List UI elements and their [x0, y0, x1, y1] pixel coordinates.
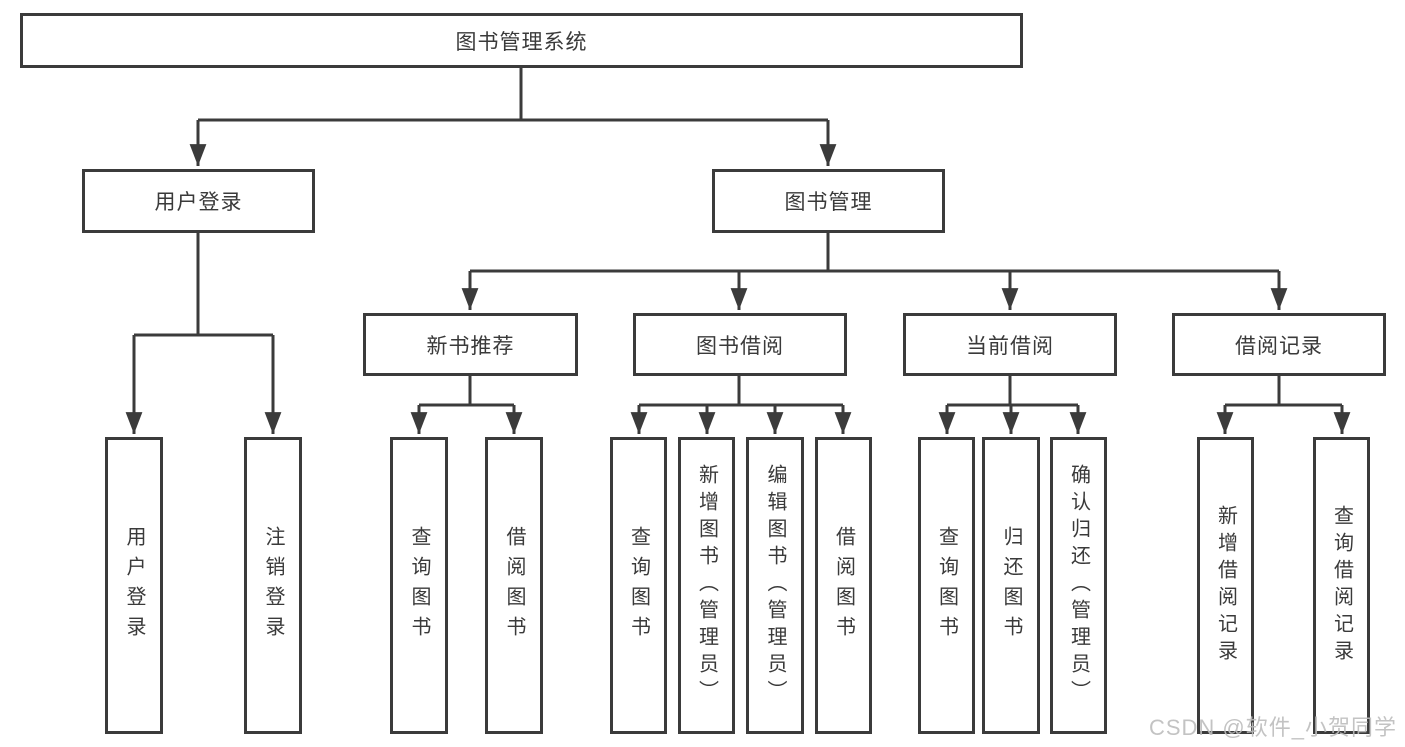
- node-new-book-recommend: 新书推荐: [363, 313, 578, 376]
- node-borrowing-records: 借阅记录: [1172, 313, 1386, 376]
- leaf-user-login: 用户登录: [105, 437, 163, 734]
- leaf-logout: 注销登录: [244, 437, 302, 734]
- leaf-return-books: 归还图书: [982, 437, 1040, 734]
- leaf-query-books-current: 查询图书: [918, 437, 975, 734]
- node-current-borrowing: 当前借阅: [903, 313, 1117, 376]
- node-book-borrowing: 图书借阅: [633, 313, 847, 376]
- leaf-borrow-books-borrowing: 借阅图书: [815, 437, 872, 734]
- connector-new-book-children: [410, 376, 523, 434]
- connector-book-management-children: [461, 233, 1288, 310]
- leaf-edit-books-admin: 编辑图书（管理员）: [746, 437, 804, 734]
- node-user-login: 用户登录: [82, 169, 315, 233]
- node-book-management: 图书管理: [712, 169, 945, 233]
- watermark-text: CSDN @软件_小贺同学: [1148, 715, 1397, 740]
- leaf-add-borrow-record: 新增借阅记录: [1197, 437, 1254, 734]
- leaf-add-books-admin: 新增图书（管理员）: [678, 437, 735, 734]
- connector-current-borrowing-children: [938, 376, 1087, 434]
- leaf-query-books-borrowing: 查询图书: [610, 437, 667, 734]
- leaf-borrow-books-recommend: 借阅图书: [485, 437, 543, 734]
- connector-book-borrowing-children: [630, 376, 852, 434]
- leaf-query-books-recommend: 查询图书: [390, 437, 448, 734]
- connector-user-login-children: [125, 233, 282, 434]
- leaf-query-borrow-record: 查询借阅记录: [1313, 437, 1370, 734]
- node-root-system: 图书管理系统: [20, 13, 1023, 68]
- connector-borrowing-records-children: [1216, 376, 1351, 434]
- leaf-confirm-return-admin: 确认归还（管理员）: [1050, 437, 1107, 734]
- connector-root-to-level2: [189, 68, 837, 166]
